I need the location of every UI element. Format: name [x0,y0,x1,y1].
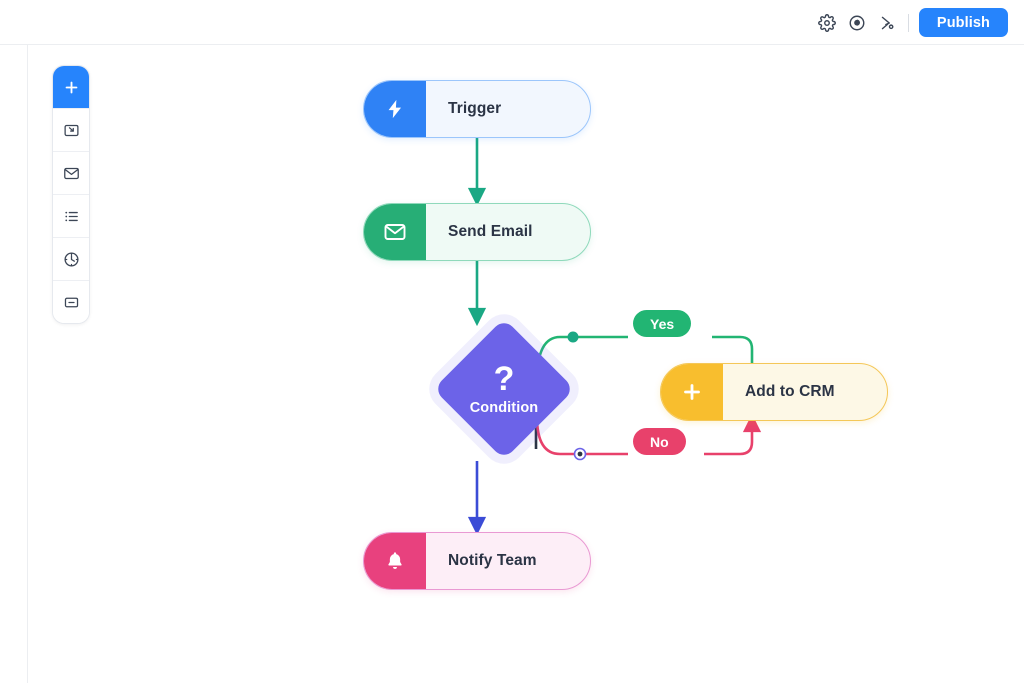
envelope-icon [63,165,80,182]
preview-target-icon[interactable] [842,8,872,38]
diamond-shape [433,318,575,460]
share-branch-icon[interactable] [872,8,902,38]
clock-icon [63,251,80,268]
tool-strip [52,65,90,324]
node-send-email-label: Send Email [448,223,533,240]
workflow-canvas[interactable]: Trigger Send Email ? Condition [28,45,1024,683]
toolbar-divider [907,13,909,32]
list-tool[interactable] [53,195,89,238]
plus-icon [63,79,80,96]
top-toolbar: Publish [0,0,1024,45]
inbox-arrow-icon [63,122,80,139]
toolbar-actions: Publish [812,0,1008,45]
minus-box-icon [63,294,80,311]
edge-no-to-crm [704,413,762,456]
plus-icon [661,364,723,420]
email-tool[interactable] [53,152,89,195]
node-send-email[interactable]: Send Email [363,203,591,261]
add-node-tool[interactable] [53,66,89,109]
no-path-ring-inner [577,451,583,457]
node-trigger-label: Trigger [448,100,502,117]
collapse-tool[interactable] [53,281,89,323]
lightning-bolt-icon [364,81,426,137]
branch-label-no[interactable]: No [633,428,686,455]
bell-icon [364,533,426,589]
node-add-to-crm[interactable]: Add to CRM [660,363,888,421]
envelope-icon [364,204,426,260]
node-trigger[interactable]: Trigger [363,80,591,138]
node-condition[interactable]: ? Condition [433,318,575,460]
node-notify-team-label: Notify Team [448,552,537,569]
list-icon [63,208,80,225]
no-path-ring-outer [573,447,587,461]
schedule-tool[interactable] [53,238,89,281]
node-add-to-crm-label: Add to CRM [745,383,835,400]
settings-gear-icon[interactable] [812,8,842,38]
left-gutter [0,45,28,683]
publish-button[interactable]: Publish [918,8,1008,37]
node-notify-team[interactable]: Notify Team [363,532,591,590]
branch-label-yes[interactable]: Yes [633,310,692,337]
inbox-tool[interactable] [53,109,89,152]
